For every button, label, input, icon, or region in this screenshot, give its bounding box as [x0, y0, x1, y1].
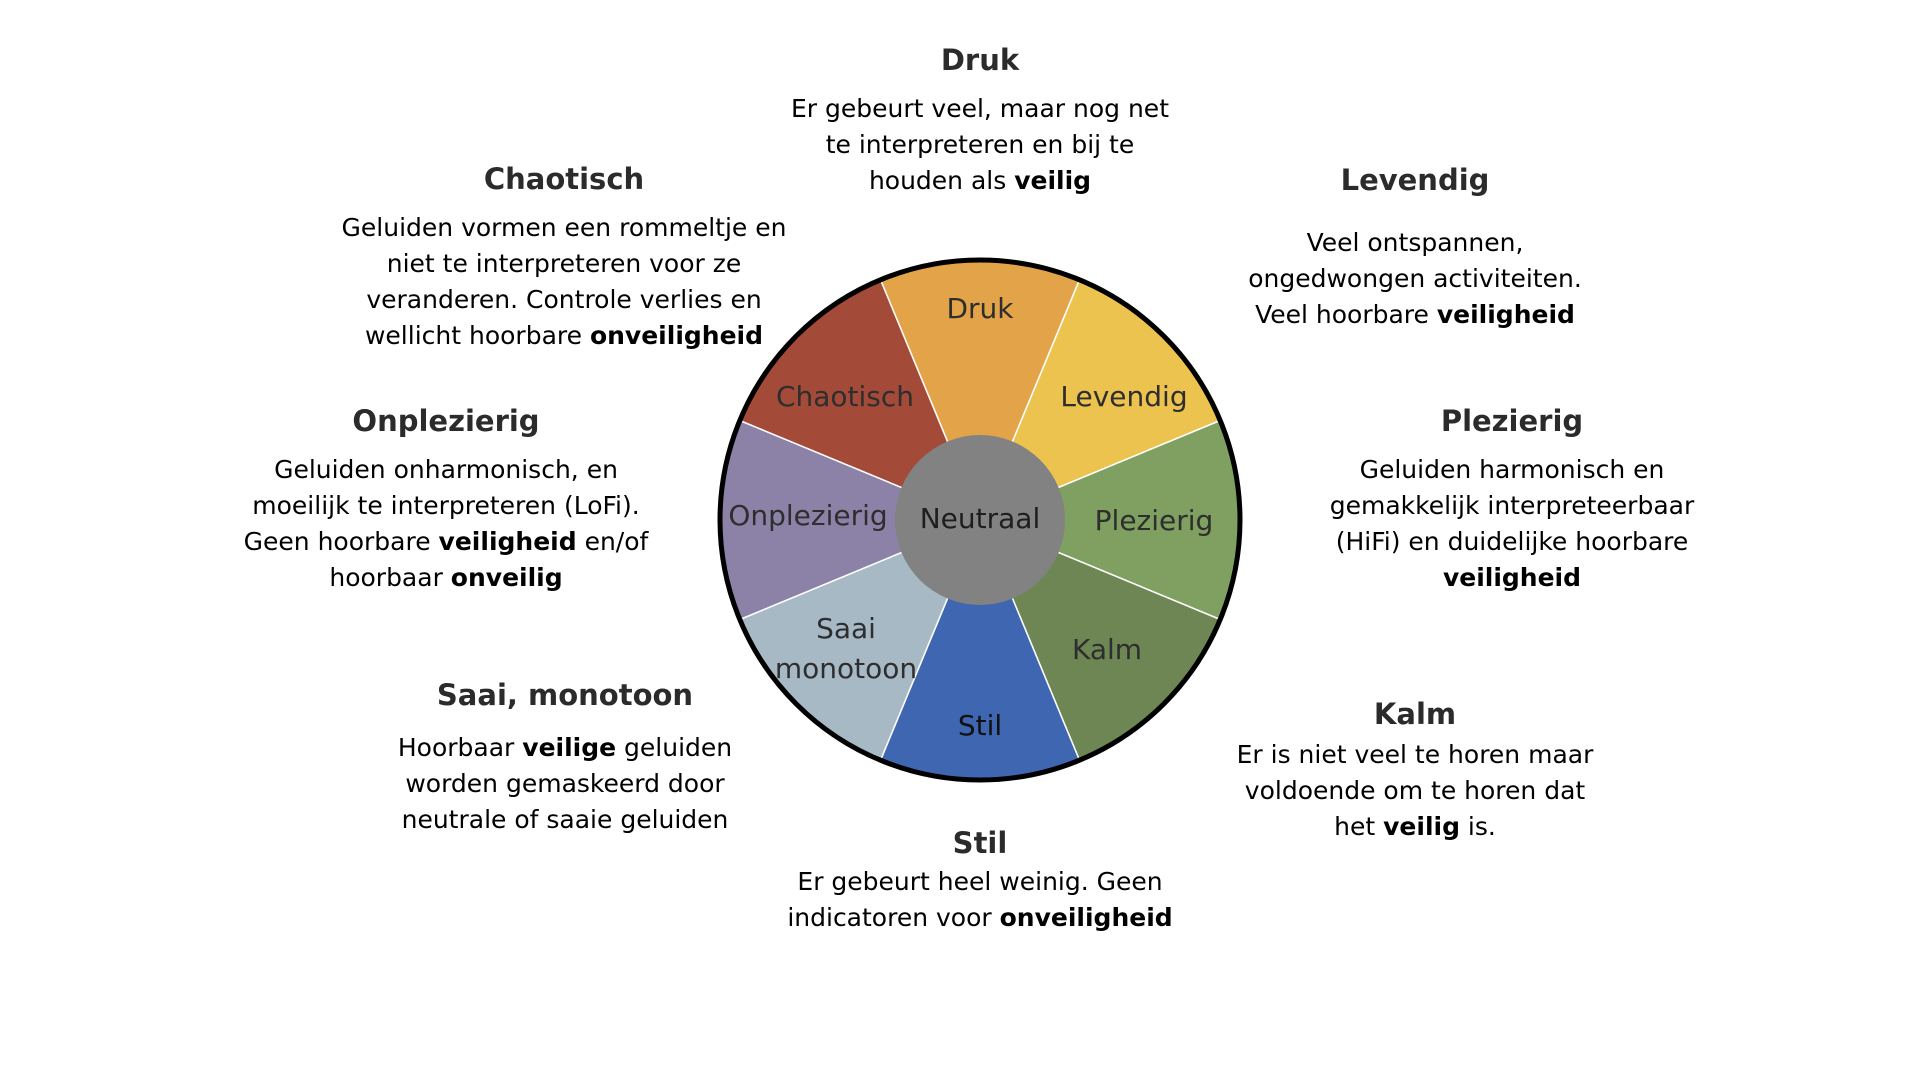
description-line: (HiFi) en duidelijke hoorbare — [1335, 527, 1689, 556]
text-saai: Hoorbaar veilige geluiden worden gemaskee… — [398, 730, 732, 838]
description-line: gemakkelijk interpreteerbaar — [1329, 491, 1695, 520]
description-chaotisch: Chaotisch Geluiden vormen een rommeltje … — [342, 162, 787, 354]
description-line: ongedwongen activiteiten. — [1248, 264, 1582, 293]
description-line: niet te interpreteren voor ze — [386, 249, 742, 278]
description-line: veiligheid — [1442, 563, 1582, 592]
description-line: te interpreteren en bij te — [825, 130, 1135, 159]
segment-label-chaotisch: Chaotisch — [776, 380, 914, 413]
description-stil: Stil Er gebeurt heel weinig. Geen indicat… — [787, 826, 1172, 936]
title-stil: Stil — [952, 826, 1008, 860]
description-line: wellicht hoorbare onveiligheid — [364, 321, 763, 350]
text-druk: Er gebeurt veel, maar nog net te interpre… — [791, 91, 1169, 199]
segment-label-druk: Druk — [946, 292, 1014, 325]
description-kalm: Kalm Er is niet veel te horen maar voldoe… — [1237, 697, 1594, 845]
title-plezierig: Plezierig — [1440, 404, 1584, 438]
description-line: veranderen. Controle verlies en — [366, 285, 762, 314]
description-line: neutrale of saaie geluiden — [401, 805, 729, 834]
description-line: Geluiden harmonisch en — [1359, 455, 1665, 484]
text-chaotisch: Geluiden vormen een rommeltje en niet te … — [342, 210, 787, 354]
description-line: indicatoren voor onveiligheid — [787, 903, 1173, 932]
title-saai: Saai, monotoon — [436, 678, 694, 712]
description-line: Geluiden onharmonisch, en — [274, 455, 618, 484]
segment-label-saai: monotoon — [775, 652, 917, 685]
description-line: houden als veilig — [868, 166, 1092, 195]
segment-label-onplezierig: Onplezierig — [728, 499, 887, 532]
segment-label-levendig: Levendig — [1060, 380, 1187, 413]
title-kalm: Kalm — [1373, 697, 1457, 731]
description-line: Geluiden vormen een rommeltje en — [341, 213, 787, 242]
segment-label-plezierig: Plezierig — [1095, 504, 1214, 537]
description-line: Er gebeurt veel, maar nog net — [791, 94, 1169, 123]
description-line: Veel hoorbare veiligheid — [1255, 300, 1575, 329]
title-onplezierig: Onplezierig — [352, 404, 540, 438]
description-saai: Saai, monotoon Hoorbaar veilige geluiden… — [398, 678, 732, 838]
description-levendig: Levendig Veel ontspannen, ongedwongen act… — [1248, 163, 1582, 333]
description-line: het veilig is. — [1334, 812, 1496, 841]
title-chaotisch: Chaotisch — [483, 162, 645, 196]
segment-label-kalm: Kalm — [1072, 633, 1142, 666]
description-line: Hoorbaar veilige geluiden — [397, 733, 733, 762]
text-levendig: Veel ontspannen, ongedwongen activiteiten… — [1248, 225, 1582, 333]
description-plezierig: Plezierig Geluiden harmonisch en gemakkel… — [1330, 404, 1695, 596]
wheel-center — [895, 435, 1065, 605]
text-onplezierig: Geluiden onharmonisch, en moeilijk te int… — [244, 452, 649, 596]
description-line: voldoende om te horen dat — [1244, 776, 1586, 805]
wheel-outline — [717, 257, 1243, 783]
description-line: moeilijk te interpreteren (LoFi). — [252, 491, 640, 520]
description-line: hoorbaar onveilig — [329, 563, 563, 592]
text-kalm: Er is niet veel te horen maar voldoende o… — [1237, 737, 1594, 845]
text-plezierig: Geluiden harmonisch en gemakkelijk interp… — [1330, 452, 1695, 596]
description-druk: Druk Er gebeurt veel, maar nog net te int… — [791, 43, 1169, 199]
title-levendig: Levendig — [1340, 163, 1490, 197]
segment-label-saai: Saai — [816, 612, 876, 645]
segment-label-stil: Stil — [958, 709, 1002, 742]
description-line: worden gemaskeerd door — [405, 769, 725, 798]
title-druk: Druk — [940, 43, 1020, 77]
description-onplezierig: Onplezierig Geluiden onharmonisch, en moe… — [244, 404, 649, 596]
text-stil: Er gebeurt heel weinig. Geen indicatoren … — [787, 864, 1172, 936]
description-line: Veel ontspannen, — [1306, 228, 1524, 257]
center-label-neutraal: Neutraal — [920, 502, 1041, 535]
description-line: Er is niet veel te horen maar — [1236, 740, 1594, 769]
description-line: Er gebeurt heel weinig. Geen — [797, 867, 1163, 896]
description-line: Geen hoorbare veiligheid en/of — [243, 527, 649, 556]
